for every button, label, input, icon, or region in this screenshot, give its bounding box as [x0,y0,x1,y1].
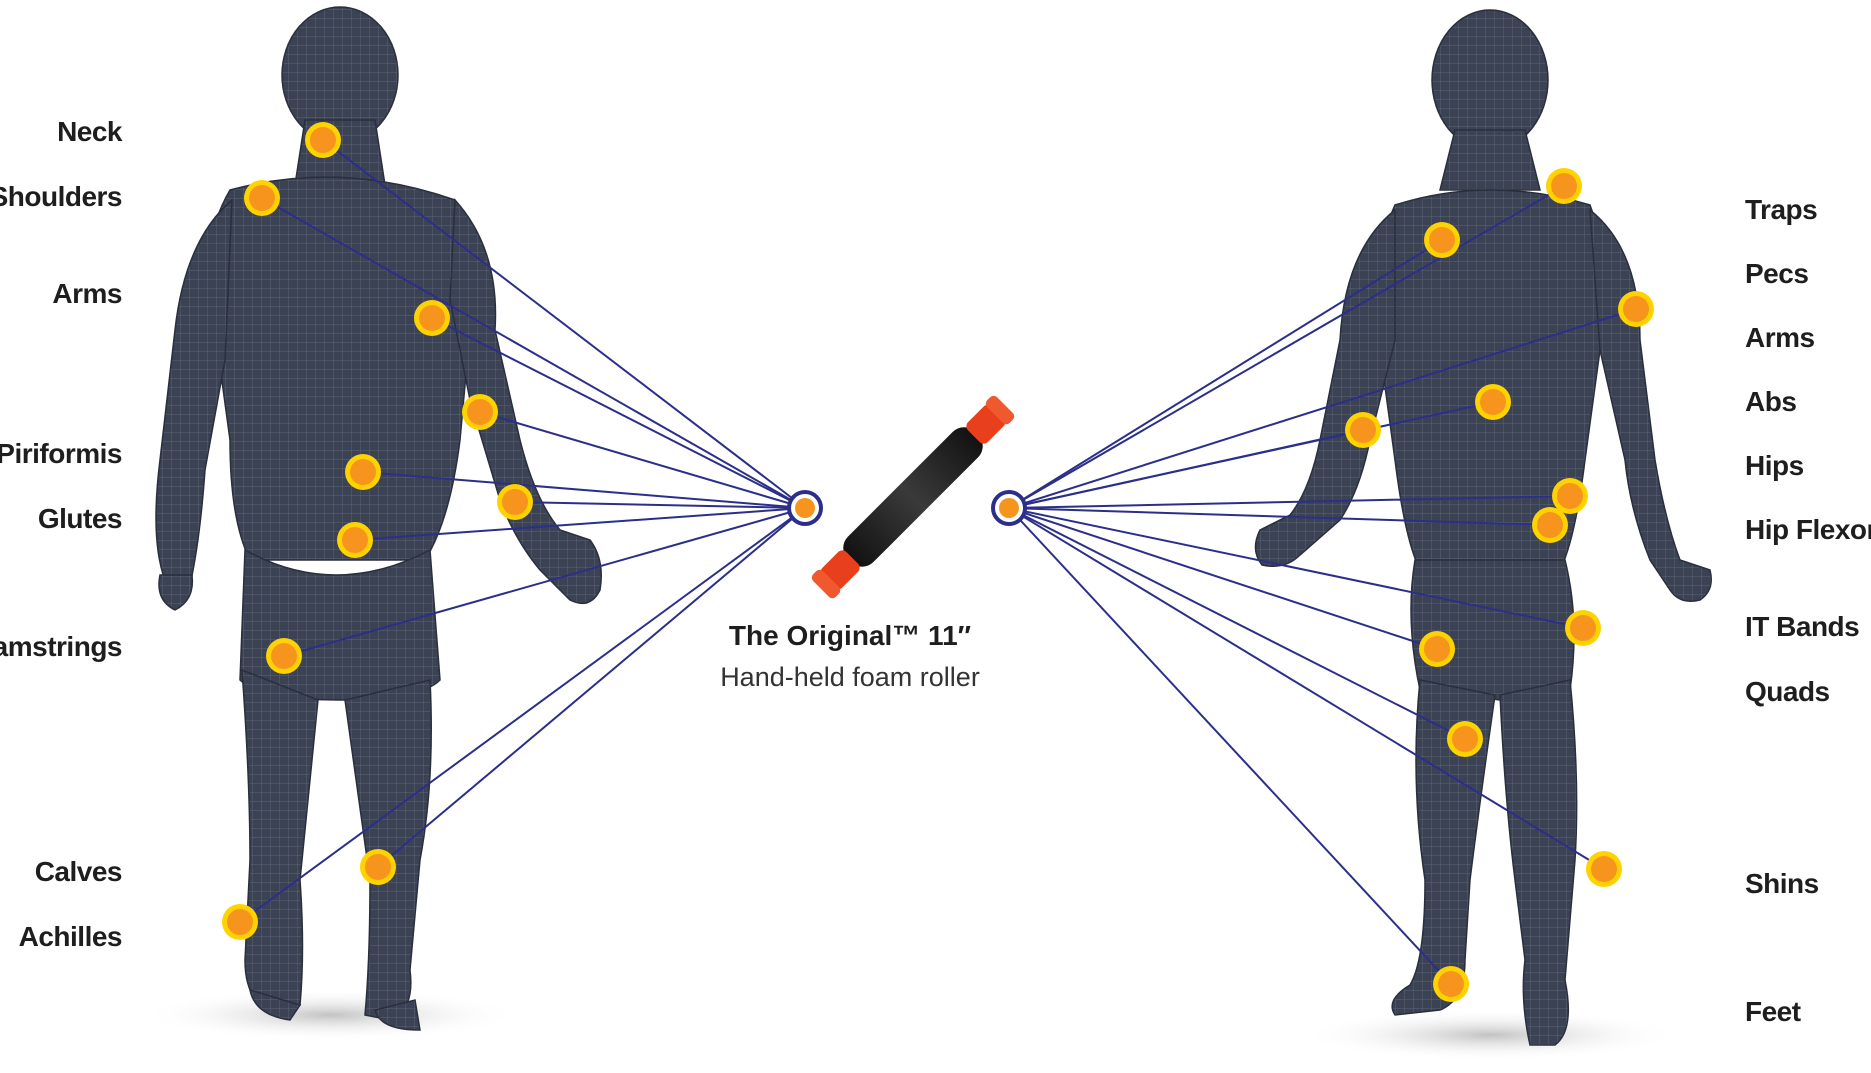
back-line-piriformis [362,471,806,509]
front-line-abs-side [1008,429,1364,509]
label-shins: Shins [1745,868,1819,899]
front-hotspot-traps[interactable] [1546,168,1582,204]
label-hamstrings: Hamstrings [0,631,123,662]
label-abs: Abs [1745,386,1797,417]
back-line-shoulders [261,197,806,509]
product-subtitle: Hand-held foam roller [720,662,980,692]
front-hotspot-it-bands[interactable] [1565,610,1601,646]
label-hips: Hips [1745,450,1804,481]
foam-roller-image [811,395,1015,599]
front-hotspot-hips[interactable] [1552,478,1588,514]
back-hotspot-arms-lower[interactable] [462,394,498,430]
label-arms-front: Arms [1745,322,1815,353]
front-hotspot-quads[interactable] [1419,631,1455,667]
back-line-forearm [514,501,806,509]
back-hotspot-achilles[interactable] [222,904,258,940]
front-line-feet [1008,507,1452,985]
front-line-quads [1008,507,1438,650]
front-view-figure [1254,9,1712,1046]
label-quads: Quads [1745,676,1830,707]
front-view-hub [991,490,1027,526]
front-figure-shadow [1300,1009,1680,1061]
back-view-hotspots [222,122,533,940]
label-achilles: Achilles [18,921,123,952]
label-shoulders: Shoulders [0,181,123,212]
label-piriformis: Piriformis [0,438,123,469]
back-hotspot-shoulders[interactable] [244,180,280,216]
front-line-it-bands [1008,507,1584,629]
front-hotspot-feet[interactable] [1433,966,1469,1002]
back-hotspot-arms[interactable] [414,300,450,336]
back-line-calves [377,507,806,868]
label-traps: Traps [1745,194,1818,225]
back-view-hub [787,490,823,526]
front-hotspot-quads-lower[interactable] [1447,721,1483,757]
back-hotspot-forearm[interactable] [497,484,533,520]
front-line-traps [1008,185,1565,509]
back-line-arms-lower [479,411,806,509]
front-hotspot-abs[interactable] [1475,384,1511,420]
back-line-arms [431,317,806,509]
back-line-achilles [239,507,806,923]
label-feet: Feet [1745,996,1801,1027]
front-line-pecs [1008,239,1443,509]
back-line-glutes [354,507,806,541]
label-neck: Neck [57,116,122,147]
front-hotspot-shins[interactable] [1586,851,1622,887]
front-view-connector-lines [1008,185,1637,985]
label-arms-back: Arms [52,278,122,309]
back-hotspot-neck[interactable] [305,122,341,158]
front-view-hotspots [1345,168,1654,1002]
label-it-bands: IT Bands [1745,611,1860,642]
back-hotspot-piriformis[interactable] [345,454,381,490]
back-view-figure [155,6,602,1031]
back-hotspot-glutes[interactable] [337,522,373,558]
label-hip-flexors: Hip Flexors [1745,514,1871,545]
front-line-quads-lower [1008,507,1466,740]
front-line-arms [1008,308,1637,509]
front-line-hips [1008,495,1571,509]
back-view-connector-lines [239,139,806,923]
front-hotspot-arms[interactable] [1618,291,1654,327]
label-glutes: Glutes [37,503,123,534]
product-title: The Original™ 11″ [728,620,972,651]
back-line-neck [322,139,806,509]
label-calves: Calves [34,856,123,887]
back-hotspot-calves[interactable] [360,849,396,885]
back-hotspot-hamstrings[interactable] [266,638,302,674]
front-line-hip-flexors [1008,507,1551,526]
front-hotspot-pecs[interactable] [1424,222,1460,258]
label-pecs: Pecs [1745,258,1809,289]
front-hotspot-abs-side[interactable] [1345,412,1381,448]
front-line-shins [1008,507,1605,870]
front-hotspot-hip-flexors[interactable] [1532,507,1568,543]
back-figure-shadow [140,989,520,1041]
back-line-hamstrings [283,507,806,657]
